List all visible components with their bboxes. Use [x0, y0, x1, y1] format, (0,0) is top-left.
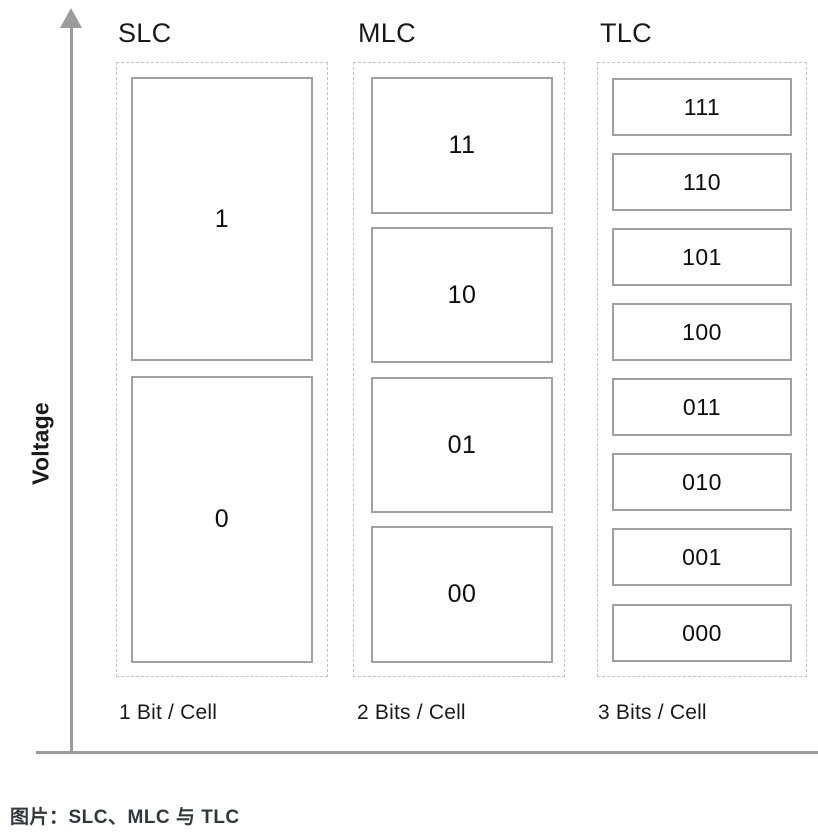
- column-title-tlc: TLC: [600, 18, 652, 48]
- cell-label: 000: [682, 619, 722, 646]
- cell-label: 10: [447, 280, 477, 309]
- cell-mlc-11: 11: [371, 77, 553, 214]
- cell-tlc-000: 000: [612, 604, 792, 662]
- cell-label: 010: [682, 468, 722, 495]
- cell-mlc-01: 01: [371, 377, 553, 513]
- cell-slc-0: 0: [131, 376, 313, 663]
- cell-label: 101: [682, 243, 722, 270]
- cell-mlc-10: 10: [371, 227, 553, 363]
- cell-tlc-001: 001: [612, 528, 792, 586]
- cell-mlc-00: 00: [371, 526, 553, 663]
- cell-label: 001: [682, 543, 722, 570]
- cell-label: 00: [447, 580, 477, 608]
- cell-label: 011: [682, 393, 722, 420]
- figure-caption: 图片：SLC、MLC 与 TLC: [10, 807, 240, 828]
- cell-label: 0: [214, 505, 230, 533]
- cell-tlc-010: 010: [612, 453, 792, 511]
- column-footer-tlc: 3 Bits / Cell: [598, 701, 707, 724]
- cell-label: 100: [682, 318, 722, 345]
- cell-label: 110: [682, 168, 722, 195]
- column-title-mlc: MLC: [358, 18, 416, 48]
- y-axis-arrow-icon: [60, 8, 82, 28]
- column-footer-mlc: 2 Bits / Cell: [357, 701, 466, 724]
- cell-tlc-011: 011: [612, 378, 792, 436]
- cell-slc-1: 1: [131, 77, 313, 361]
- cell-tlc-100: 100: [612, 303, 792, 361]
- y-axis-line: [70, 24, 73, 754]
- cell-label: 11: [448, 131, 476, 159]
- column-title-slc: SLC: [118, 18, 172, 48]
- cell-label: 111: [683, 93, 721, 120]
- cell-tlc-101: 101: [612, 228, 792, 286]
- column-footer-slc: 1 Bit / Cell: [119, 701, 218, 724]
- cell-label: 1: [214, 204, 230, 233]
- y-axis-label: Voltage: [27, 402, 54, 485]
- cell-tlc-111: 111: [612, 78, 792, 136]
- x-axis-line: [36, 751, 818, 754]
- cell-tlc-110: 110: [612, 153, 792, 211]
- cell-label: 01: [447, 430, 477, 459]
